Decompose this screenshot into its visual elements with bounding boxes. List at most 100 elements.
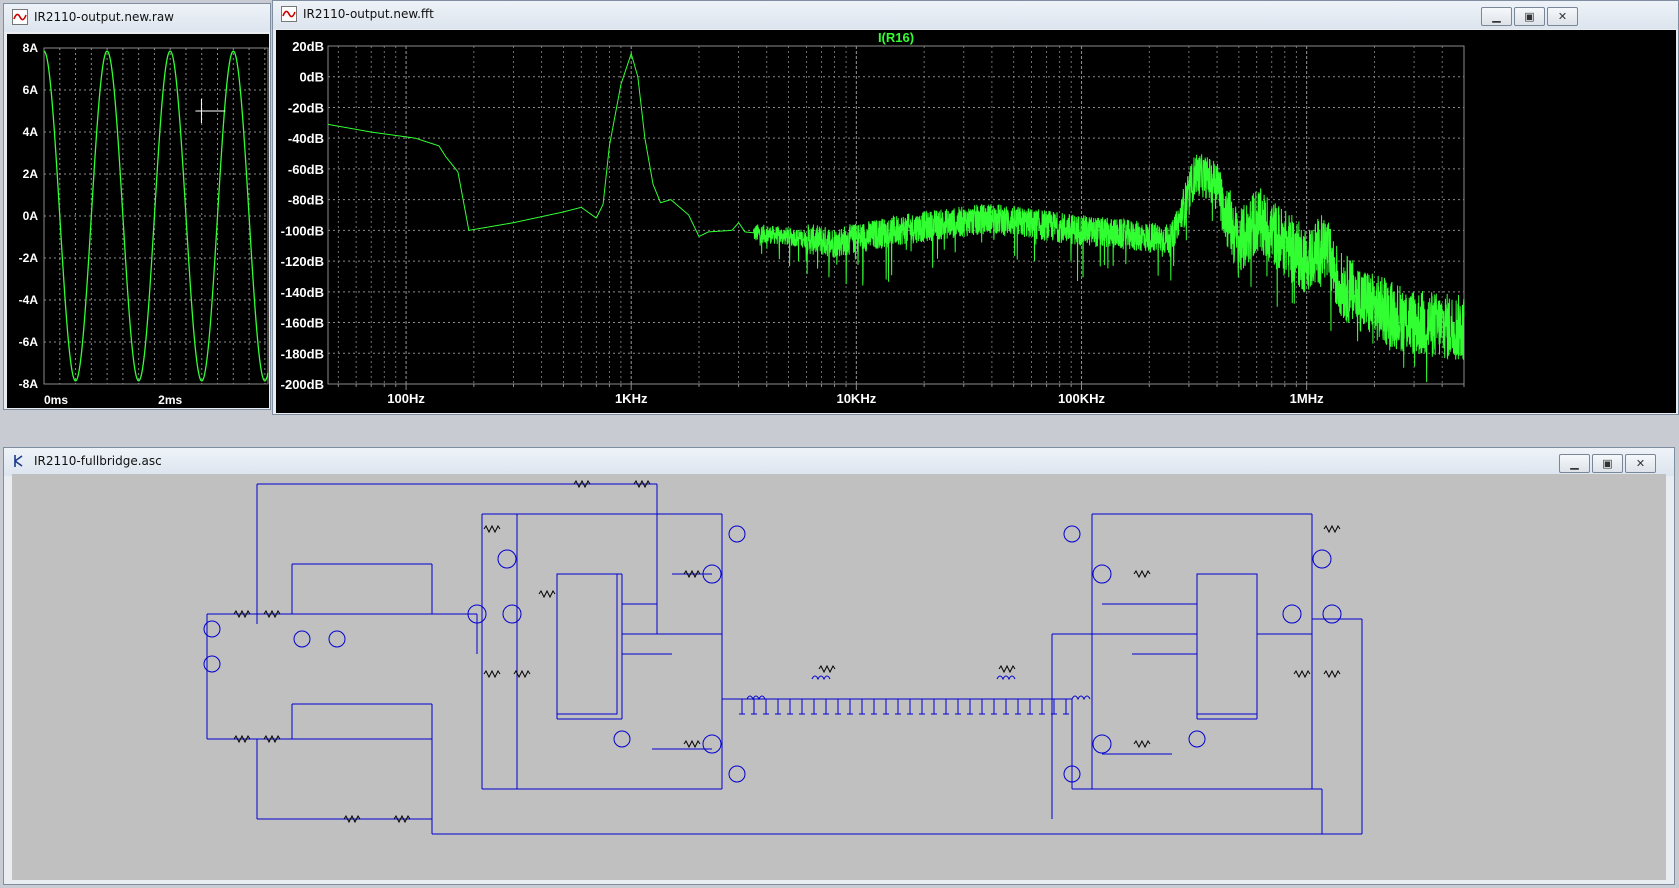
y-tick-label: -200dB	[281, 377, 324, 392]
y-tick-label: 4A	[23, 125, 39, 139]
fft-window-title: IR2110-output.new.fft	[303, 7, 434, 21]
resistor-symbol	[483, 524, 501, 534]
resistor-symbol	[683, 569, 701, 579]
fft-plot-area[interactable]: 20dB 0dB -20dB -40dB -60dB -80dB -100dB -120dB -…	[276, 30, 1676, 413]
resistor-symbol	[263, 734, 281, 744]
y-tick-label: 0dB	[299, 70, 324, 85]
voltage-source	[203, 655, 221, 673]
resistor-symbol	[343, 814, 361, 824]
y-tick-label: -80dB	[288, 193, 324, 208]
x-tick-label: 10KHz	[836, 391, 876, 406]
schematic-window[interactable]: IR2110-fullbridge.asc ▁ ▣ ✕	[3, 447, 1675, 885]
schematic-drawing[interactable]	[12, 474, 1666, 880]
resistor-symbol	[1323, 524, 1341, 534]
y-tick-label: -180dB	[281, 346, 324, 361]
transistor-symbol	[1282, 604, 1302, 624]
schematic-titlebar[interactable]: IR2110-fullbridge.asc ▁ ▣ ✕	[4, 448, 1674, 476]
resistor-symbol	[1133, 569, 1151, 579]
maximize-icon: ▣	[1602, 457, 1613, 470]
plot-frame	[327, 45, 1465, 385]
minimize-icon: ▁	[1570, 457, 1579, 470]
voltage-source	[613, 730, 631, 748]
y-tick-label: -6A	[19, 335, 39, 349]
resistor-symbol	[683, 739, 701, 749]
transistor-symbol	[1322, 604, 1342, 624]
ic-driver	[556, 573, 618, 715]
raw-titlebar[interactable]: IR2110-output.new.raw	[4, 4, 270, 32]
series-line-I(R16)	[327, 52, 1465, 383]
voltage-source	[728, 765, 746, 783]
transistor-symbol	[1092, 564, 1112, 584]
voltage-source	[1063, 525, 1081, 543]
resistor-symbol	[393, 814, 411, 824]
y-tick-label: -120dB	[281, 254, 324, 269]
y-tick-label: 2A	[23, 167, 39, 181]
schematic-window-title: IR2110-fullbridge.asc	[34, 454, 162, 468]
inductor-symbol	[811, 675, 831, 681]
inductor-symbol	[746, 695, 766, 701]
schematic-canvas[interactable]	[12, 474, 1666, 880]
minimize-button[interactable]: ▁	[1559, 454, 1590, 473]
voltage-source	[328, 630, 346, 648]
resistor-symbol	[573, 479, 591, 489]
fft-plot[interactable]: 20dB 0dB -20dB -40dB -60dB -80dB -100dB -120dB -…	[276, 30, 1676, 413]
inductor-symbol	[996, 675, 1016, 681]
close-button[interactable]: ✕	[1625, 454, 1656, 473]
resistor-symbol	[633, 479, 651, 489]
fft-titlebar[interactable]: IR2110-output.new.fft ▁ ▣ ✕	[273, 1, 1678, 29]
x-tick-label: 1KHz	[615, 391, 648, 406]
resistor-symbol	[1323, 669, 1341, 679]
y-tick-label: -160dB	[281, 316, 324, 331]
y-tick-label: -40dB	[288, 131, 324, 146]
y-tick-label: -2A	[19, 251, 39, 265]
transistor-symbol	[1092, 734, 1112, 754]
close-icon: ✕	[1635, 457, 1646, 470]
close-button[interactable]: ✕	[1547, 7, 1578, 26]
transistor-symbol	[502, 604, 522, 624]
y-tick-label: 6A	[23, 83, 39, 97]
x-tick-label: 0ms	[44, 393, 68, 407]
waveform-icon	[12, 9, 28, 25]
transistor-symbol	[702, 734, 722, 754]
voltage-source	[1188, 730, 1206, 748]
schematic-icon	[14, 455, 23, 467]
x-tick-label: 1MHz	[1290, 391, 1324, 406]
fft-window[interactable]: IR2110-output.new.fft ▁ ▣ ✕ 20dB 0dB -20dB…	[272, 0, 1679, 415]
raw-window-title: IR2110-output.new.raw	[34, 10, 174, 24]
resistor-symbol	[818, 664, 836, 674]
chart-title: I(R16)	[878, 30, 914, 45]
inductor-symbol	[1071, 695, 1091, 701]
close-icon: ✕	[1557, 10, 1568, 23]
x-tick-label: 100KHz	[1058, 391, 1105, 406]
transistor-symbol	[702, 564, 722, 584]
resistor-symbol	[1133, 739, 1151, 749]
resistor-symbol	[998, 664, 1016, 674]
y-tick-label: 20dB	[292, 39, 324, 54]
ic-driver	[1196, 573, 1258, 715]
voltage-source	[728, 525, 746, 543]
resistor-symbol	[233, 734, 251, 744]
voltage-source	[1063, 765, 1081, 783]
resistor-symbol	[263, 609, 281, 619]
transistor-symbol	[1312, 549, 1332, 569]
resistor-symbol	[233, 609, 251, 619]
y-tick-label: -140dB	[281, 285, 324, 300]
maximize-button[interactable]: ▣	[1592, 454, 1623, 473]
resistor-symbol	[538, 589, 556, 599]
y-tick-label: -100dB	[281, 223, 324, 238]
y-tick-label: -60dB	[288, 162, 324, 177]
series-line-current	[43, 50, 269, 382]
waveform-icon	[281, 6, 297, 22]
resistor-symbol	[513, 669, 531, 679]
voltage-source	[203, 620, 221, 638]
y-tick-label: 0A	[23, 209, 39, 223]
minimize-button[interactable]: ▁	[1481, 7, 1512, 26]
x-tick-label: 2ms	[158, 393, 182, 407]
maximize-button[interactable]: ▣	[1514, 7, 1545, 26]
transistor-symbol	[467, 604, 487, 624]
y-tick-label: 8A	[23, 41, 39, 55]
y-tick-label: -20dB	[288, 100, 324, 115]
